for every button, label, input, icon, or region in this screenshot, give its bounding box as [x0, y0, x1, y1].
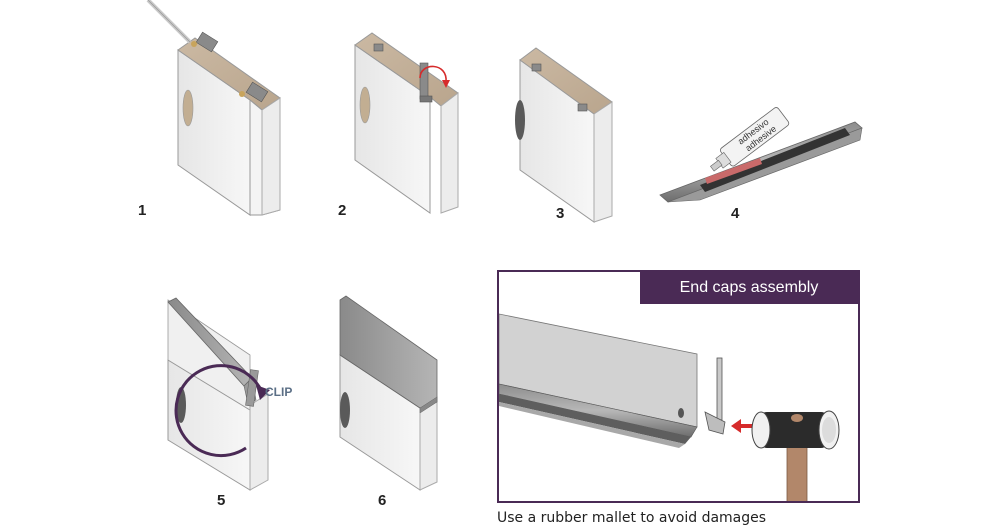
step-4-number: 4	[731, 205, 740, 222]
end-caps-illustration	[499, 313, 840, 501]
rubber-mallet	[751, 410, 840, 501]
end-cap-piece	[704, 357, 726, 435]
step-1-illustration	[146, 0, 281, 216]
insert-direction-arrow	[731, 419, 753, 433]
step-4-illustration: adhesivo adhesive	[659, 107, 863, 203]
step-6-number: 6	[378, 492, 386, 509]
step-6-illustration	[339, 295, 438, 491]
step-3-illustration	[515, 47, 613, 223]
step-3-number: 3	[556, 205, 564, 222]
end-caps-title: End caps assembly	[640, 272, 858, 304]
step-2-number: 2	[338, 202, 346, 219]
end-caps-panel: End caps assembly	[497, 270, 860, 503]
step-1-number: 1	[138, 202, 146, 219]
caption-text: Use a rubber mallet to avoid damages	[497, 510, 767, 526]
step-5-illustration: CLIP	[167, 297, 292, 491]
step-5-number: 5	[217, 492, 225, 509]
clip-label: CLIP	[265, 385, 292, 399]
step-2-illustration	[354, 32, 459, 214]
